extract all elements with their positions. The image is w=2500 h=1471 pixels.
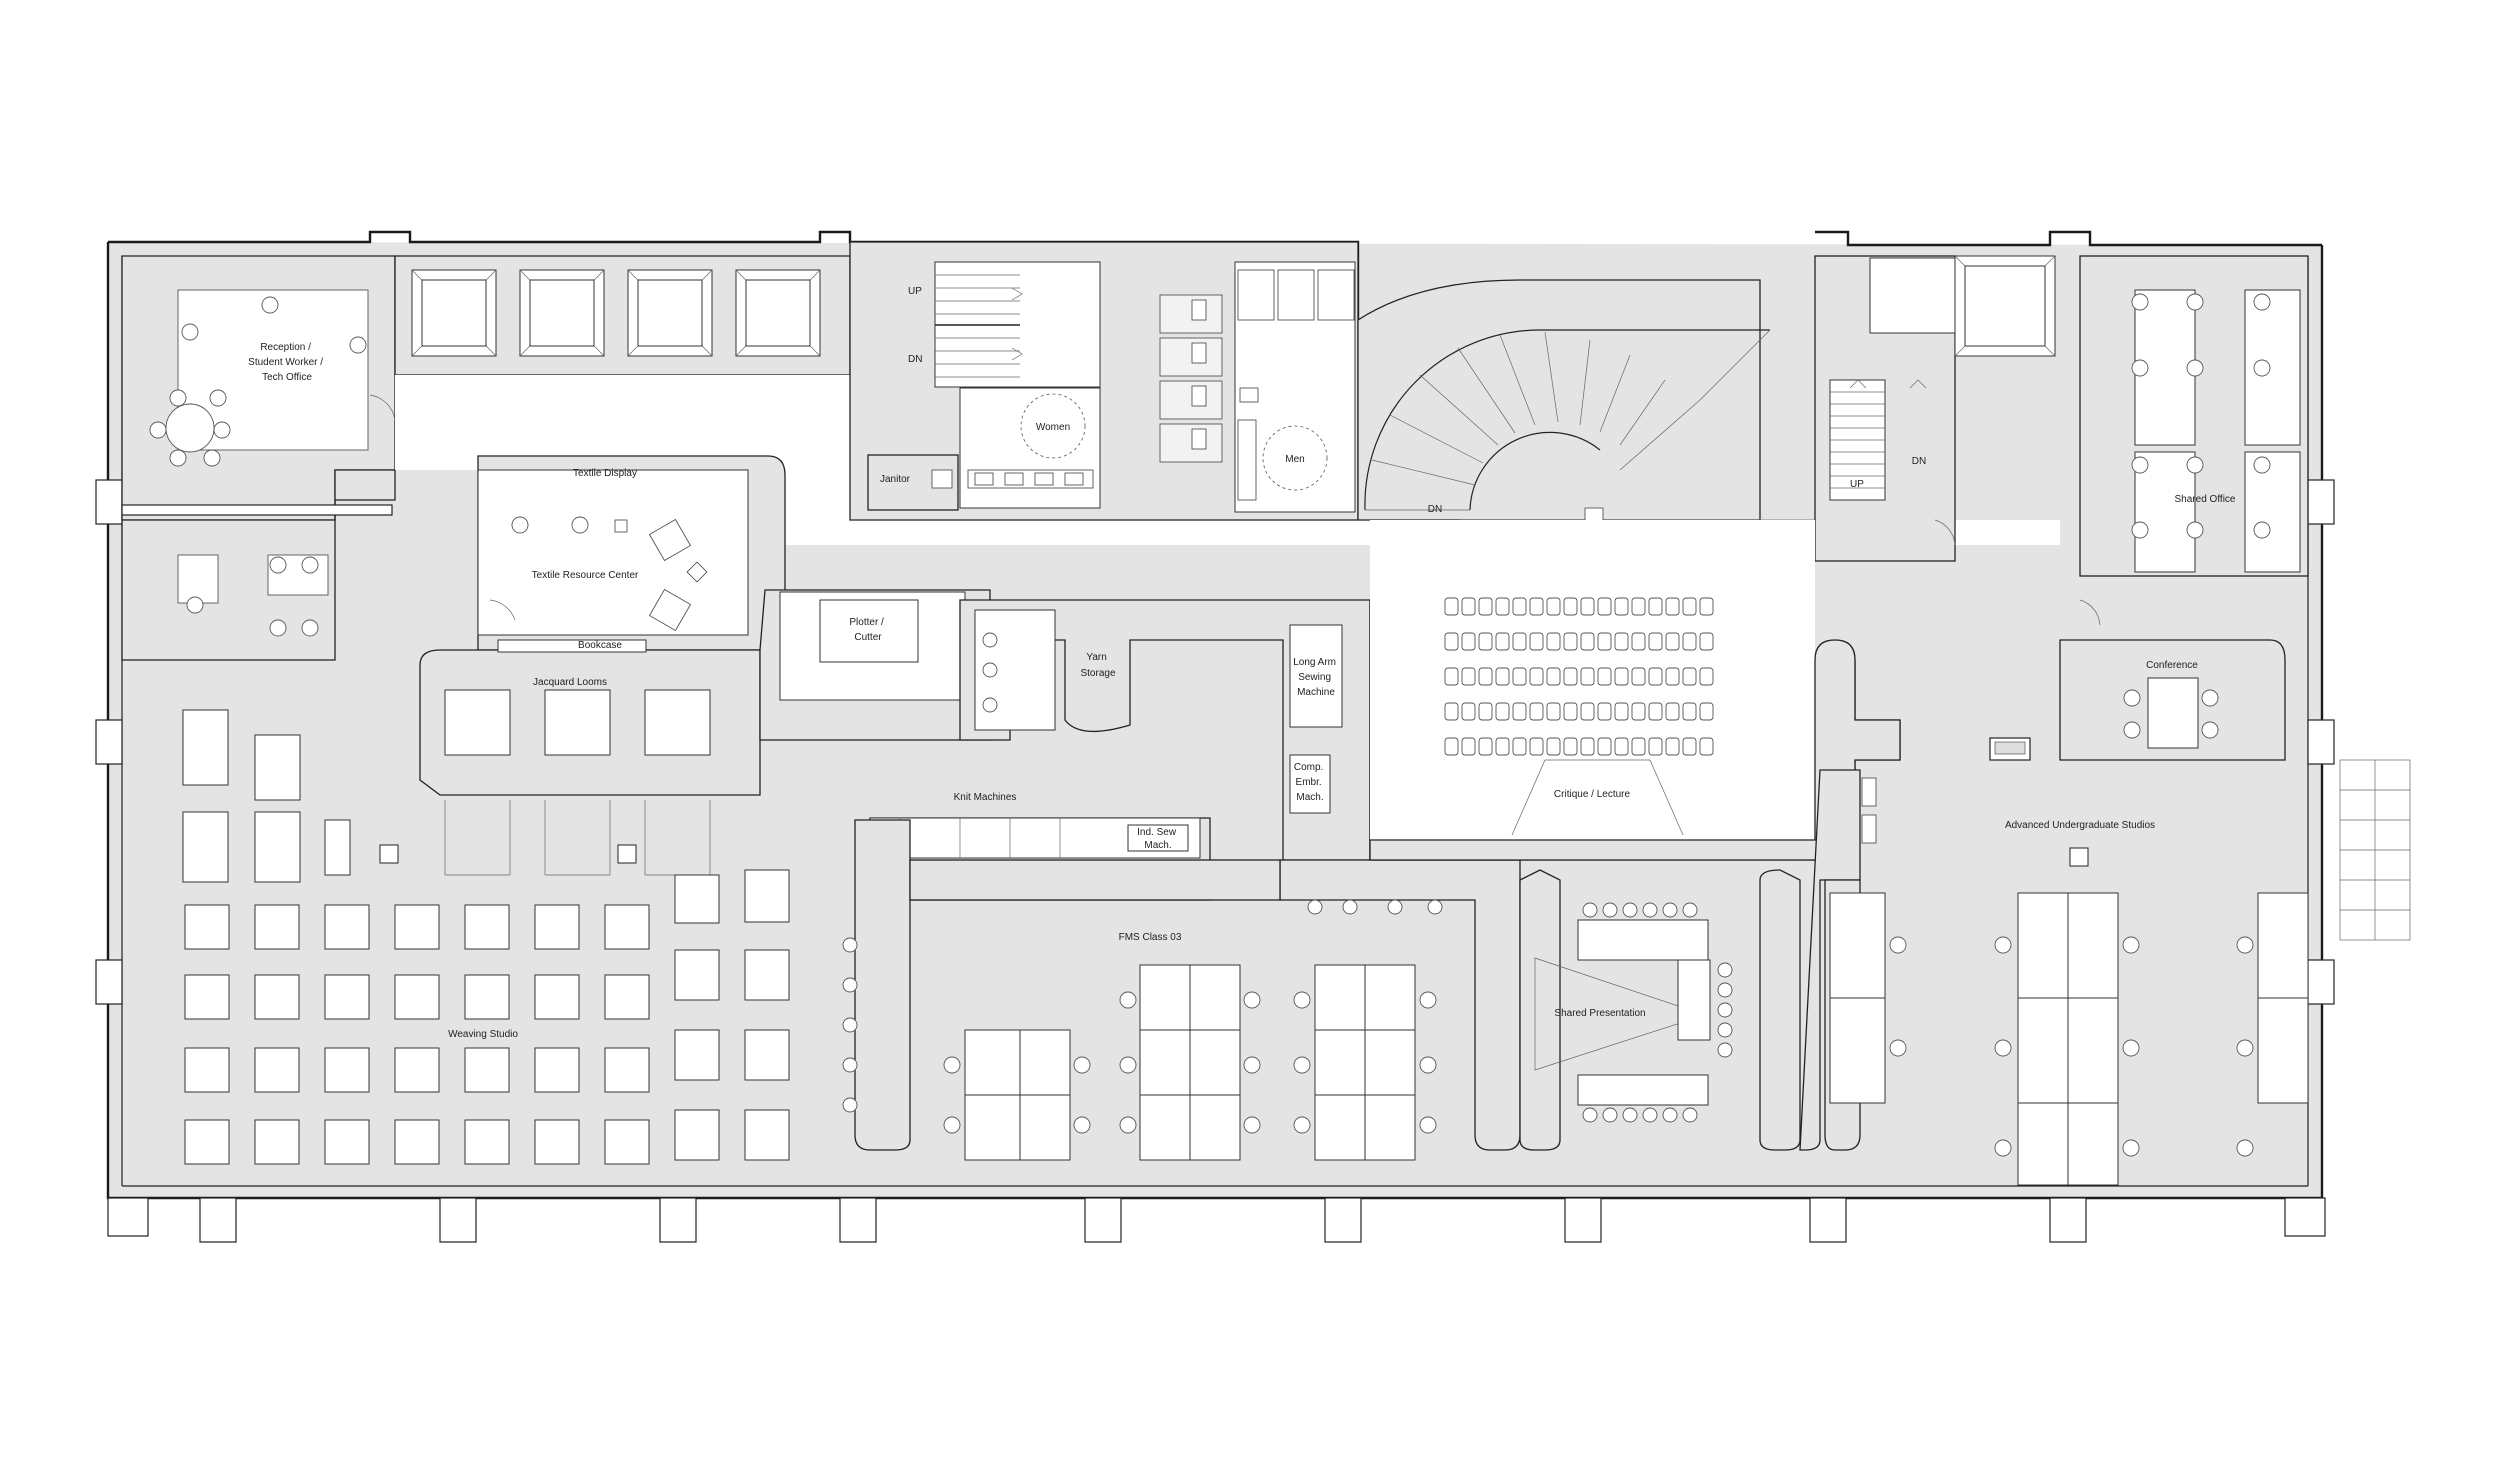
comp-label-2: Embr. [1296,777,1322,788]
long-arm-label-3: Machine [1297,687,1335,698]
women-stalls [1159,294,1223,463]
svg-text:Comp. Embr. Mach.: Comp. Embr. Mach. [1294,762,1326,803]
plotter-label-2: Cutter [854,632,882,643]
right-stair-core: UP DN [1814,255,2056,562]
conference-label: Conference [2146,660,2198,671]
left-stair-dn: DN [908,354,922,365]
plotter-label-1: Plotter / [849,617,884,628]
svg-text:Plotter / Cutter: Plotter / Cutter [849,617,886,643]
reception-label-1: Reception / [260,342,311,353]
shared-presentation-label: Shared Presentation [1554,1008,1645,1019]
left-stair-up: UP [908,286,922,297]
advanced-studios-label: Advanced Undergraduate Studios [2005,820,2155,831]
plotter-cutter-room: Plotter / Cutter [759,589,991,741]
spiral-stair-dn: DN [1428,504,1442,515]
loom-grid [184,869,790,1165]
reception-label-3: Tech Office [262,372,312,383]
advanced-studios: Advanced Undergraduate Studios [1799,769,2309,1186]
long-arm-label-2: Sewing [1298,672,1331,683]
svg-text:Ind. Sew Mach.: Ind. Sew Mach. [1137,827,1179,851]
textile-resource-center-label: Textile Resource Center [532,570,639,581]
left-stair-restrooms: UP DN Women Janitor Men [849,241,1359,521]
comp-label-1: Comp. [1294,762,1323,773]
svg-text:Reception / Student Work: Reception / Student Worker / Tech Office [248,342,326,383]
yarn-label-1: Yarn [1086,652,1106,663]
fms-tables [943,964,1437,1161]
women-label: Women [1036,422,1070,433]
yarn-storage: Yarn Storage Long Arm Sewing Machine Com… [959,599,1371,861]
right-stair-dn: DN [1912,456,1926,467]
svg-text:Yarn Storage: Yarn Storage [1080,652,1115,679]
shared-presentation: Shared Presentation [1519,869,1801,1151]
jacquard-looms-label: Jacquard Looms [533,677,607,688]
ind-sew-label-2: Mach. [1144,840,1171,851]
pilasters [95,479,2335,1243]
fms-class-label: FMS Class 03 [1119,932,1182,943]
shared-office: Shared Office [2079,255,2309,577]
critique-lecture-label: Critique / Lecture [1554,789,1631,800]
weaving-studio: Weaving Studio [182,709,790,1165]
svg-text:Long Arm Sewing Ma: Long Arm Sewing Machine [1293,657,1339,698]
shared-office-label: Shared Office [2175,494,2236,505]
spiral-stair: DN [1357,279,1815,532]
weaving-studio-label: Weaving Studio [448,1029,518,1040]
bookcase-label: Bookcase [578,640,622,651]
janitor-label: Janitor [880,474,911,485]
conference-room: Conference [2059,639,2286,761]
men-label: Men [1285,454,1304,465]
reception-office: Reception / Student Worker / Tech Office [121,255,396,661]
ind-sew-label-1: Ind. Sew [1137,827,1177,838]
long-arm-label-1: Long Arm [1293,657,1336,668]
fms-class: FMS Class 03 [842,819,1521,1161]
knit-machines-label: Knit Machines [954,792,1017,803]
elevator-shafts [394,255,851,376]
lecture-chairs [1444,597,1714,756]
jacquard-looms: Bookcase Jacquard Looms [419,639,761,876]
exterior-stair [2339,759,2411,941]
yarn-label-2: Storage [1080,668,1115,679]
comp-label-3: Mach. [1296,792,1323,803]
textile-display-label: Textile Display [573,468,637,479]
reception-label-2: Student Worker / [248,357,323,368]
textile-resource-center: Textile Display Textile Resource Center [477,455,786,651]
door-swings [369,394,2101,626]
right-stair-up: UP [1850,479,1864,490]
